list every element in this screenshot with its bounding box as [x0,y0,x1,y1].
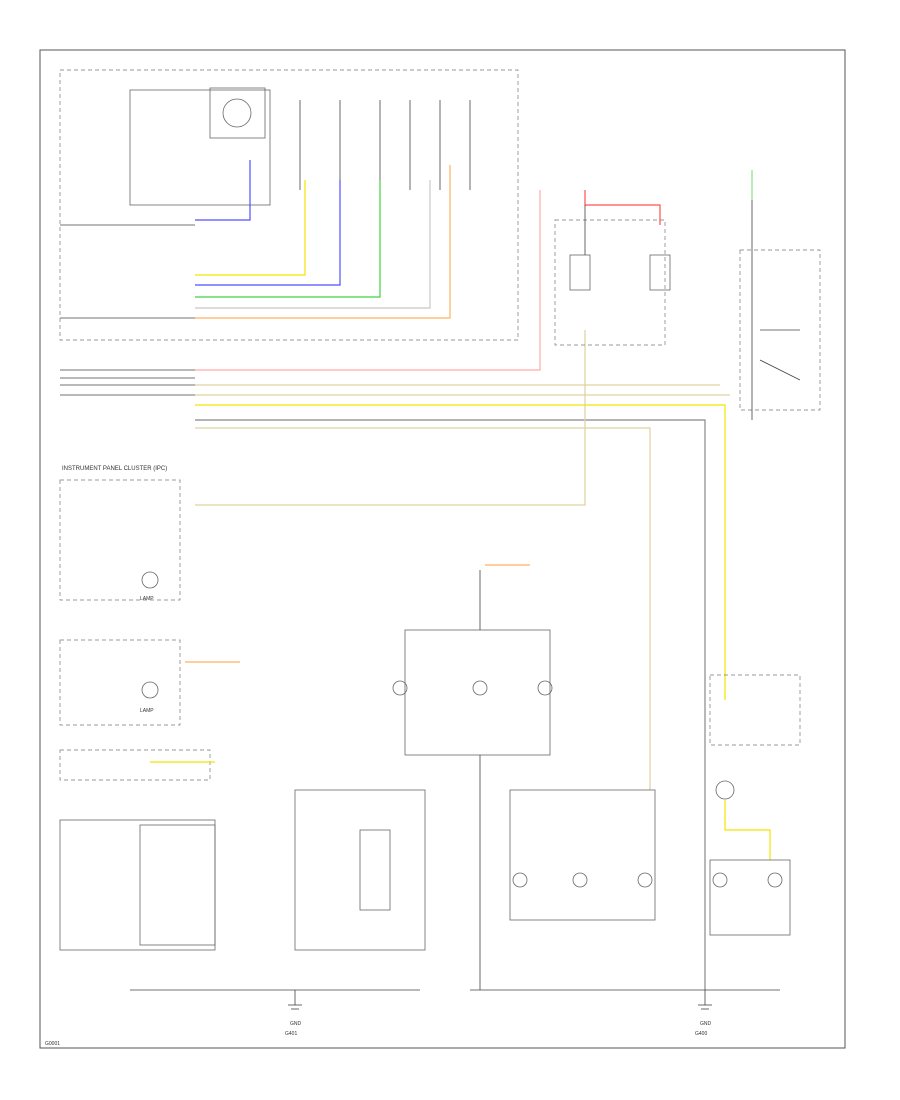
lamp-icon-right [715,780,735,800]
wire-yellow [195,180,306,276]
far-right-module [709,859,791,936]
wire-gray [195,419,706,990]
wire-pink [195,190,541,371]
right-module [709,674,801,746]
wire-tan-drop [195,330,586,506]
top-right-box [554,219,666,346]
wire-white [195,180,431,309]
left-connector-pins [60,224,195,396]
wire-tan-3 [195,427,651,790]
right-switch-box [739,249,821,411]
wire-blue-upper [195,160,251,221]
ground-ref-right: G400 [695,1031,707,1037]
center-module [404,629,551,756]
bottom-left-inner [139,824,216,946]
wire-yellow-long [195,404,726,700]
lamp-icon-1 [141,571,159,589]
center-bulbs [392,680,553,696]
relay-1 [569,254,591,291]
gnd-label-left: GND [290,1021,302,1027]
ipc-cluster-box [59,69,519,341]
wire-yellow-right [724,800,771,860]
page-ref: G0001 [45,1041,60,1047]
ipc-inner-box [129,89,271,206]
bottom-center-module [294,789,426,951]
ground-symbol-right [698,990,712,1010]
lamp-icon-2 [141,681,159,699]
module-box-1 [59,479,181,601]
switch-row [299,100,471,190]
bottom-right-bulbs [512,872,783,888]
module-box-3 [59,749,211,781]
cluster-header: INSTRUMENT PANEL CLUSTER (IPC) [62,466,167,472]
lamp-label-right: LAMP [140,708,154,714]
wire-green [195,180,381,298]
lamp-label-left: LAMP [140,596,154,602]
gnd-label-right: GND [700,1021,712,1027]
wire-blue [195,180,341,286]
module-box-2 [59,639,181,726]
bottom-right-module [509,789,656,921]
gauge-icon [222,98,252,128]
wire-red [584,190,661,225]
ipc-gauge-box [209,87,266,139]
bottom-left-module [59,819,216,951]
wire-orange [195,165,451,319]
relay-2 [649,254,671,291]
ground-ref-left: G401 [285,1031,297,1037]
bottom-center-inner [359,829,391,911]
diagram-frame [39,49,846,1049]
ground-symbol-left [288,990,302,1010]
